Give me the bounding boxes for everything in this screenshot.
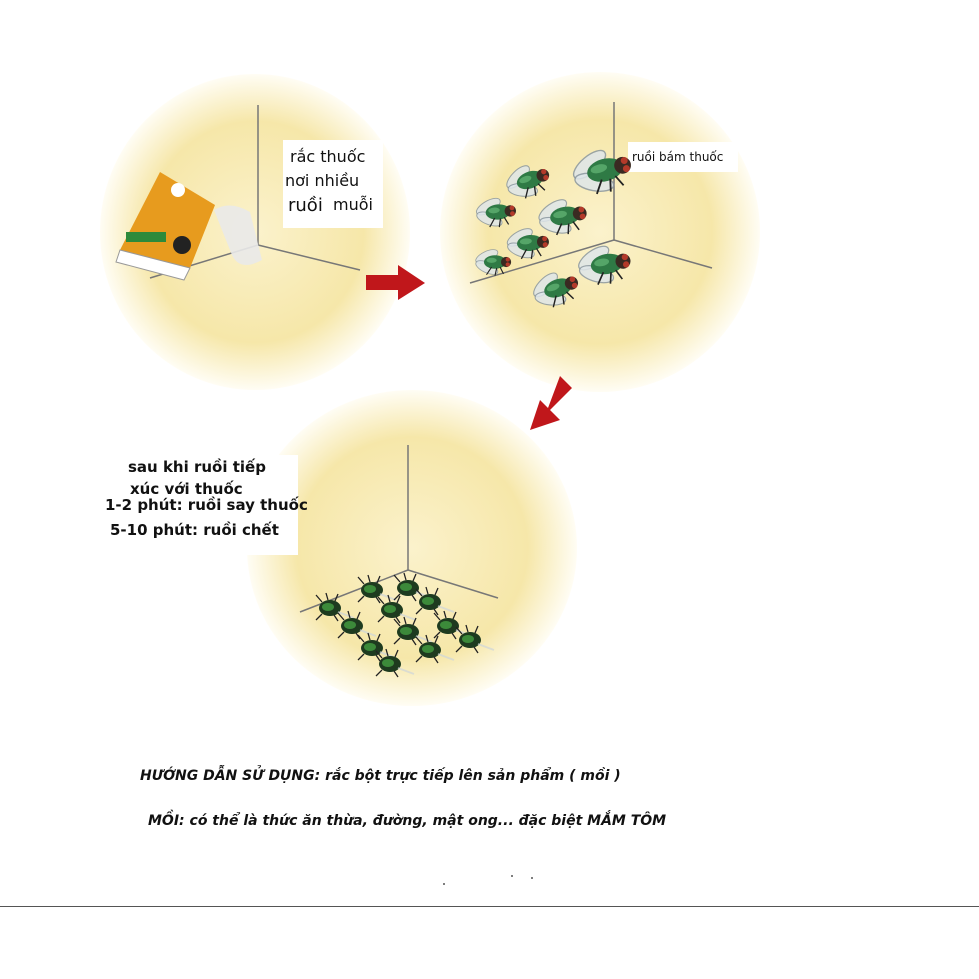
step3-circle [100,390,577,706]
bottom-divider [0,906,979,907]
step3-label-line2: xúc với thuốc [130,480,243,498]
step1-label-line3b: muỗi [333,195,373,214]
step1-label-line2: nơi nhiều [285,171,360,190]
step1-label-line1: rắc thuốc [290,147,366,166]
step1-label-line3a: ruồi [288,195,323,216]
step2-circle [440,72,760,392]
powder-package [115,172,215,281]
step3-label-line3: 1-2 phút: ruồi say thuốc [105,496,308,514]
bait-instructions: MỒI: có thể là thức ăn thừa, đường, mật … [148,813,667,829]
usage-instructions: HƯỚNG DẪN SỬ DỤNG: rắc bột trực tiếp lên… [140,768,621,784]
step2-label: ruồi bám thuốc [632,150,724,164]
powder-stream [214,205,262,265]
step3-label-line4: 5-10 phút: ruồi chết [110,521,279,539]
step3-label-line1: sau khi ruồi tiếp [128,458,266,476]
arrow-right [366,265,425,300]
arrow-down-left [530,376,572,430]
